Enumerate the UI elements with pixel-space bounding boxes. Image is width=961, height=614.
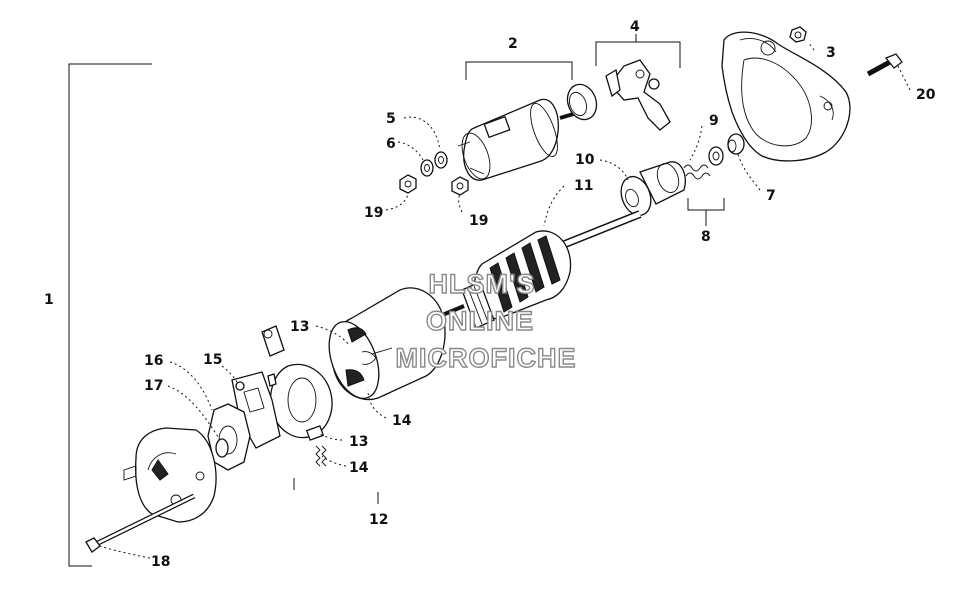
watermark-line-1: HLSM'S	[429, 269, 536, 299]
callout-20: 20	[916, 87, 936, 103]
callout-19-left: 19	[364, 205, 383, 221]
shift-lever	[605, 59, 671, 131]
armature-11	[439, 210, 642, 329]
solenoid-assembly	[457, 98, 581, 181]
watermark-line-2: ONLINE	[426, 306, 534, 336]
nut-19-left	[399, 174, 417, 194]
callout-6: 6	[386, 136, 396, 152]
spring-9	[683, 146, 724, 180]
through-bolt-18	[85, 493, 196, 553]
callout-13-lower: 13	[349, 434, 368, 450]
callout-17: 17	[144, 378, 163, 394]
callout-4: 4	[630, 19, 640, 35]
washer-6	[420, 159, 434, 177]
callout-11: 11	[574, 178, 593, 194]
callout-10: 10	[575, 152, 595, 168]
callout-13-upper: 13	[290, 319, 309, 335]
brush-13	[305, 425, 325, 441]
bracket-8	[687, 198, 725, 226]
nut-3	[789, 26, 807, 43]
brush-holder-15	[231, 325, 333, 449]
callout-12: 12	[369, 512, 388, 528]
callout-14-upper: 14	[392, 413, 412, 429]
bracket-4	[595, 34, 681, 68]
leader-lines	[99, 41, 911, 559]
spring-14	[315, 445, 327, 467]
washer-5	[434, 151, 448, 169]
callout-9: 9	[709, 113, 719, 129]
assembly-bracket-1	[68, 63, 152, 567]
callout-1: 1	[44, 292, 54, 308]
watermark: HLSM'S ONLINE MICROFICHE	[395, 268, 577, 373]
yoke-field-frame	[328, 287, 446, 401]
callout-14-lower: 14	[349, 460, 369, 476]
callout-19-right: 19	[469, 213, 488, 229]
bracket-2	[465, 61, 573, 80]
callout-8: 8	[701, 229, 711, 245]
callout-7: 7	[766, 188, 776, 204]
plunger-ring	[566, 83, 598, 121]
callout-18: 18	[151, 554, 170, 570]
watermark-line-3: MICROFICHE	[396, 343, 577, 373]
pinion-clutch-10	[620, 161, 686, 217]
drive-end-housing	[721, 31, 851, 162]
callout-16: 16	[144, 353, 163, 369]
bolt-20	[866, 53, 903, 77]
brush-plate-16-17	[207, 403, 251, 471]
bushing-7	[727, 133, 745, 155]
nut-19-right	[451, 176, 469, 196]
callout-15: 15	[203, 352, 222, 368]
callout-5: 5	[386, 111, 396, 127]
callout-2: 2	[508, 36, 518, 52]
commutator-end-frame	[123, 427, 217, 523]
callouts: 1 2 3 4 5 6 7 8 9 10 11 12 13 13 14 14 1…	[44, 19, 936, 570]
callout-3: 3	[826, 45, 836, 61]
